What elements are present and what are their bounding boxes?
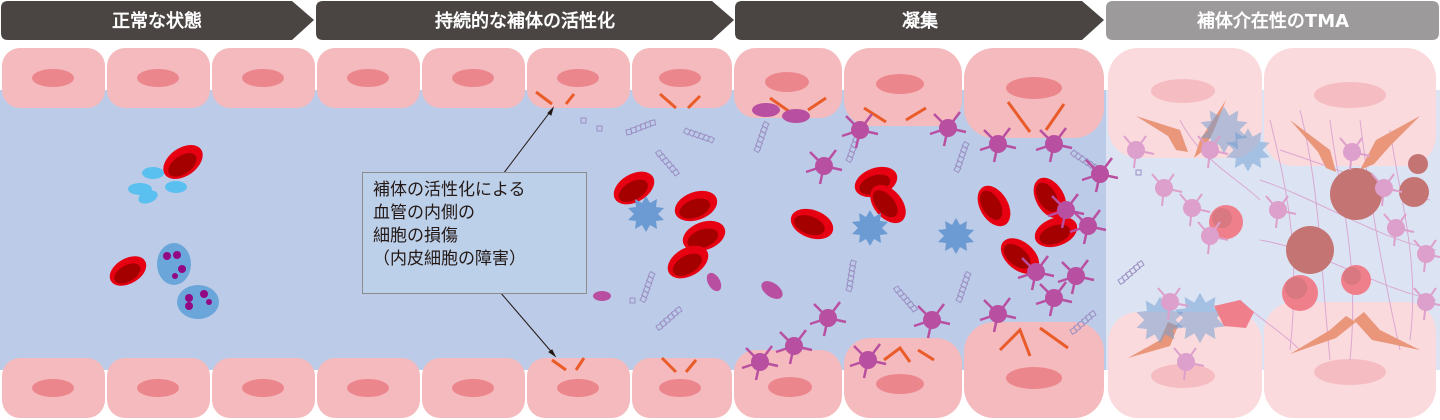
callout-line-3: 細胞の損傷 [373,226,458,246]
fibrin-strands [580,117,1147,335]
complement-damage-callout: 補体の活性化による 血管の内側の 細胞の損傷 （内皮細胞の障害） [362,172,587,294]
stage-label-tma: 補体介在性のTMA [1196,11,1350,32]
aggregation-cells [740,103,1120,382]
normal-cells [104,137,219,319]
activation-cells [593,164,730,301]
callout-line-2: 血管の内側の [373,203,475,223]
callout-pointer-lines [499,106,557,358]
callout-line-1: 補体の活性化による [373,180,526,200]
stage-label-aggregation: 凝集 [902,11,938,32]
tma-cells [1123,100,1440,381]
stage-arrow-bar [1,1,1439,40]
stage-label-complement-activation: 持続的な補体の活性化 [435,11,615,32]
endothelial-cells-top [2,48,1104,138]
stage-label-normal: 正常な状態 [112,11,202,32]
complement-damage-marks [535,90,1069,374]
blood-vessel-diagram [0,48,1440,418]
endothelial-cells-bottom [2,322,1104,418]
callout-line-4: （内皮細胞の障害） [373,249,526,269]
